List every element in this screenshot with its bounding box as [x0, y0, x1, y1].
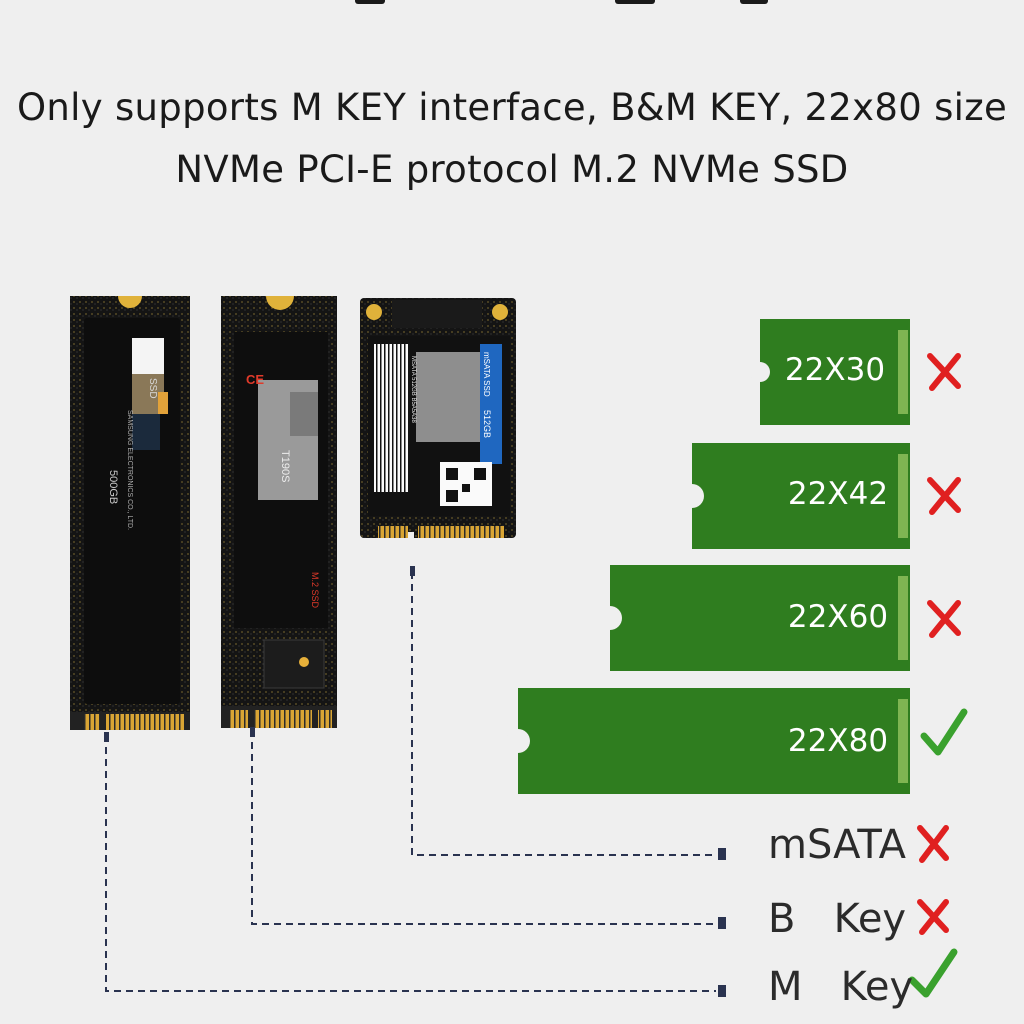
samsung-brand-text: SAMSUNG ELECTRONICS CO., LTD. — [126, 410, 133, 530]
connector-msata — [411, 572, 716, 856]
connector-lines — [105, 572, 716, 992]
m2-b-key-ssd: CE T190S M.2 SSD — [221, 296, 337, 728]
size-board-22x42 — [680, 443, 910, 549]
m2-ssd-label: M.2 SSD — [310, 572, 320, 609]
m2-model-fragment: T190S — [279, 450, 291, 482]
cross-icon — [927, 477, 961, 515]
cross-icon — [927, 600, 961, 638]
check-icon — [920, 708, 968, 756]
headline-line-2: NVMe PCI-E protocol M.2 NVMe SSD — [175, 148, 849, 191]
key-label-b-key: B Key — [768, 896, 907, 942]
connector-b-key — [251, 730, 716, 925]
samsung-model-fragment: SSD — [147, 378, 158, 399]
key-label-msata: mSATA — [768, 822, 907, 868]
size-label-22x30: 22X30 — [784, 352, 886, 388]
connector-m-key — [105, 735, 716, 992]
samsung-capacity-label: 500GB — [107, 470, 119, 504]
key-label-m-key: M Key — [768, 964, 914, 1010]
samsung-m2-ssd: 500GB SAMSUNG ELECTRONICS CO., LTD. SSD — [70, 296, 190, 730]
cross-icon — [917, 825, 949, 863]
cross-icon — [917, 899, 949, 935]
size-board-22x80 — [506, 688, 910, 794]
msata-label: mSATA SSD — [482, 352, 491, 397]
msata-serial: MSATA 512GB B5A5A38 — [410, 356, 416, 423]
size-board-22x60 — [598, 565, 910, 671]
size-board-22x30 — [750, 319, 910, 425]
check-icon — [908, 948, 958, 998]
ce-mark: CE — [246, 372, 264, 387]
msata-capacity: 512GB — [482, 410, 492, 438]
size-label-22x60: 22X60 — [787, 599, 889, 635]
size-label-22x42: 22X42 — [787, 476, 889, 512]
headline-line-1: Only supports M KEY interface, B&M KEY, … — [16, 86, 1008, 129]
size-label-22x80: 22X80 — [787, 723, 889, 759]
cross-icon — [927, 353, 961, 391]
cropped-heading-fragment — [0, 0, 1024, 8]
msata-ssd: mSATA SSD 512GB MSATA 512GB B5A5A38 — [360, 298, 516, 542]
